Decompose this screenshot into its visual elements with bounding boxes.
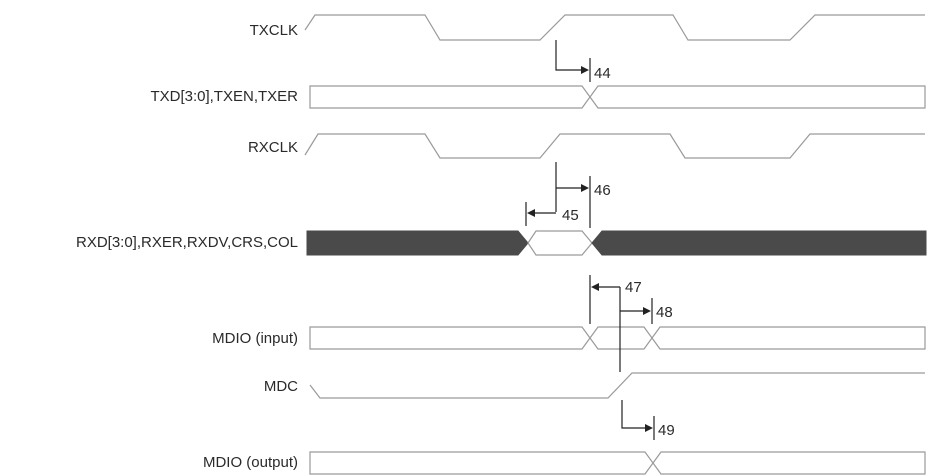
label-mdc: MDC [264,378,298,395]
timing-label-47: 47 [625,279,642,296]
txd-bus-segment-1 [309,85,591,109]
label-mdio-input: MDIO (input) [212,330,298,347]
timing-marker-44: 44 [555,40,611,82]
rxd-invalid-region-2 [591,230,927,256]
timing-label-46: 46 [594,182,611,199]
mdc-waveform [309,372,925,399]
label-rxd: RXD[3:0],RXER,RXDV,CRS,COL [76,234,298,251]
timing-marker-45: 45 [525,202,579,226]
txclk-waveform [304,14,925,41]
timing-label-45: 45 [562,207,579,224]
label-mdio-output: MDIO (output) [203,454,298,471]
mdio-output-segment-1 [309,451,654,475]
timing-label-44: 44 [594,65,611,82]
timing-label-48: 48 [656,304,673,321]
rxd-invalid-region-1 [306,230,529,256]
rxd-valid-window [527,230,593,256]
timing-marker-49: 49 [621,400,675,440]
mdio-input-segment-3 [651,326,926,350]
mdio-output-segment-2 [652,451,926,475]
timing-marker-47: 47 [589,275,642,372]
label-txclk: TXCLK [250,22,298,39]
mdio-input-segment-2 [589,326,653,350]
label-txd: TXD[3:0],TXEN,TXER [150,88,298,105]
txd-bus-segment-2 [589,85,926,109]
timing-marker-48: 48 [620,298,673,324]
timing-label-49: 49 [658,422,675,439]
mdio-input-segment-1 [309,326,591,350]
timing-marker-46: 46 [555,162,611,228]
label-rxclk: RXCLK [248,139,298,156]
rxclk-waveform [304,133,925,159]
